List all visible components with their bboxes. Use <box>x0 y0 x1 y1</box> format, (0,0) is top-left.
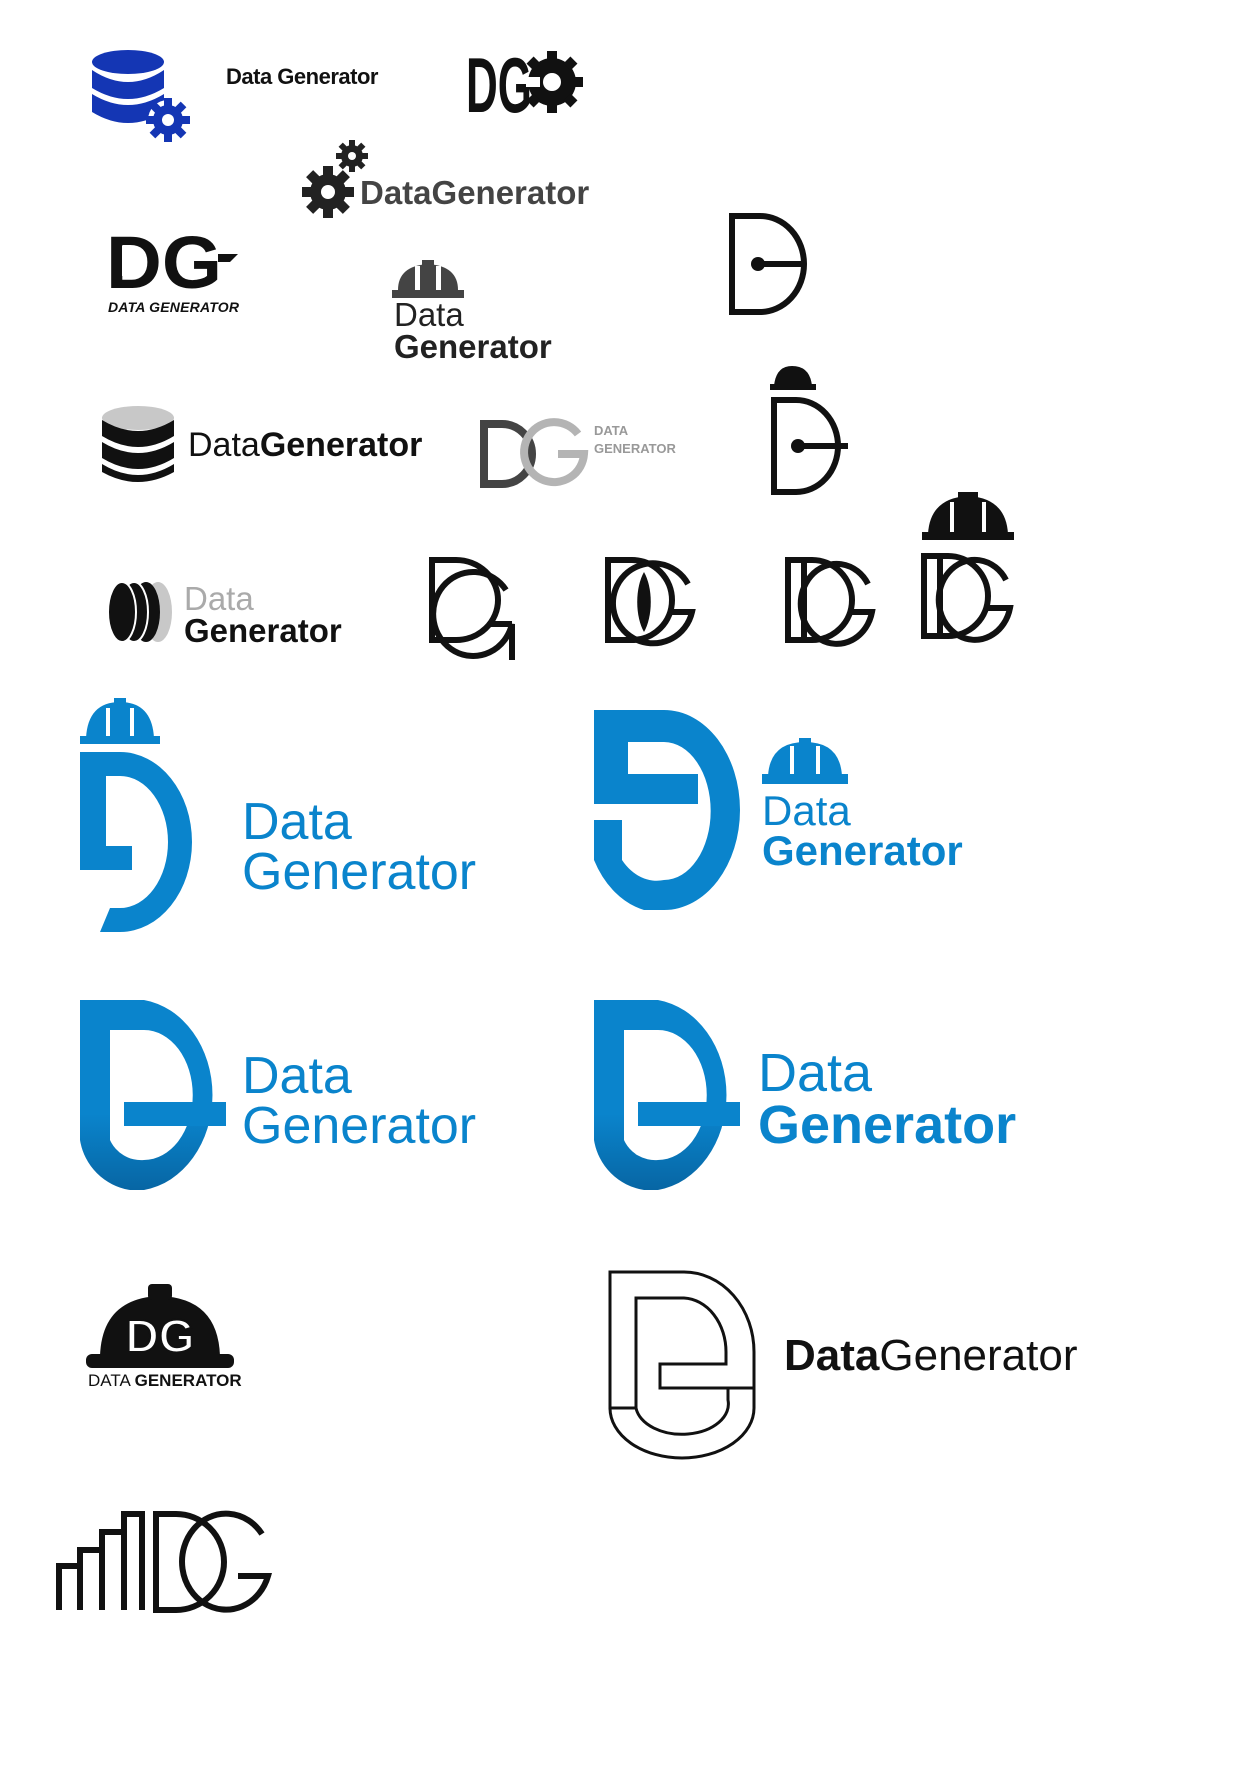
logo-8-line2: GENERATOR <box>594 441 676 456</box>
dg-outline-large-mark <box>608 1270 756 1460</box>
logo-19-word-2: GENERATOR <box>134 1371 242 1390</box>
blue-d-mark <box>80 1000 226 1190</box>
logo-dg-gear: DG <box>466 40 583 129</box>
logo-7-word-2: Generator <box>259 426 423 464</box>
logo-blue-hardhat-1 <box>80 698 200 934</box>
logo-gears <box>302 140 372 220</box>
database-gear-icon <box>92 50 190 142</box>
dg-gear-mark: DG <box>466 41 583 129</box>
hardhat-d-mark <box>770 366 848 495</box>
blue-d-mark <box>594 1000 740 1190</box>
logo-17-line2: Generator <box>242 1097 477 1155</box>
logo-hardhat-gray <box>392 260 464 300</box>
bar-chart-icon <box>56 1510 272 1613</box>
logo-15-line1: Data <box>242 793 352 851</box>
logo-7-word-1: Data <box>188 426 260 464</box>
dg-mark-text: DG <box>466 41 532 129</box>
logo-15-line2: Generator <box>242 843 477 901</box>
logo-dg-pencil: DG <box>106 221 246 304</box>
hard-hat-icon <box>762 738 848 784</box>
logo-coin-stack <box>106 580 176 644</box>
dg-hardhat-mark <box>921 492 1014 643</box>
logo-7-wordmark: DataGenerator <box>188 428 422 462</box>
logo-10-line1: Data <box>184 580 254 617</box>
logo-16-line2: Generator <box>762 827 963 874</box>
logo-database-gear <box>90 50 200 150</box>
logo-dg-barchart <box>56 1510 272 1614</box>
logo-1-wordmark: Data Generator <box>226 64 378 89</box>
dg-outline-mark <box>785 557 876 647</box>
logo-19-word-1: DATA <box>88 1371 130 1390</box>
database-stack-icon <box>102 406 174 482</box>
logo-4-tagline: DATA GENERATOR <box>108 299 240 315</box>
hardhat-badge-mark: DG <box>86 1284 234 1368</box>
logo-dg-outline-3 <box>784 556 876 647</box>
logo-20-wordmark: DataGenerator <box>784 1334 1077 1378</box>
dg-pencil-mark: DG <box>106 221 238 304</box>
logo-16-line1: Data <box>762 787 851 834</box>
logo-18-line2: Generator <box>758 1095 1017 1155</box>
gear-icon <box>302 140 368 218</box>
logo-hardhat-d <box>770 364 850 496</box>
logo-dg-outline-1 <box>428 556 518 664</box>
hard-hat-icon <box>392 260 464 298</box>
d-outline-mark <box>729 213 807 315</box>
logo-5-line1: Data <box>394 296 464 333</box>
blue-dg-mark <box>594 710 740 910</box>
logo-hardhat-badge: DG <box>86 1284 236 1370</box>
logo-dg-hardhat <box>920 492 1016 643</box>
logo-16-hardhat <box>762 738 848 786</box>
logo-d-outline <box>728 212 808 316</box>
logo-20-word-1: Data <box>784 1331 880 1380</box>
dg-gray-mark <box>480 418 589 488</box>
dg-outline-mark <box>605 557 696 647</box>
dg-outline-mark <box>429 557 515 660</box>
logo-5-line2: Generator <box>394 328 552 365</box>
logo-19-tagline: DATA GENERATOR <box>88 1372 242 1389</box>
logo-10-line2: Generator <box>184 612 342 649</box>
logo-blue-dg-2 <box>594 710 744 910</box>
logo-dg-gray <box>480 418 590 490</box>
blue-dg-hardhat-mark <box>80 698 192 932</box>
logo-20-word-2: Generator <box>879 1331 1078 1380</box>
coin-stack-icon <box>107 581 172 643</box>
logo-dg-outline-2 <box>604 556 696 647</box>
logo-18-line1: Data <box>758 1043 873 1103</box>
logo-8-line1: DATA <box>594 423 629 438</box>
logo-3-wordmark: DataGenerator <box>360 174 590 211</box>
dg-mark-text: DG <box>126 1310 195 1362</box>
logo-17-line1: Data <box>242 1047 352 1105</box>
logo-dg-outline-large <box>608 1270 758 1460</box>
logo-database-stack <box>100 404 176 488</box>
logo-blue-d-4 <box>594 1000 740 1190</box>
logo-blue-d-3 <box>80 1000 226 1190</box>
